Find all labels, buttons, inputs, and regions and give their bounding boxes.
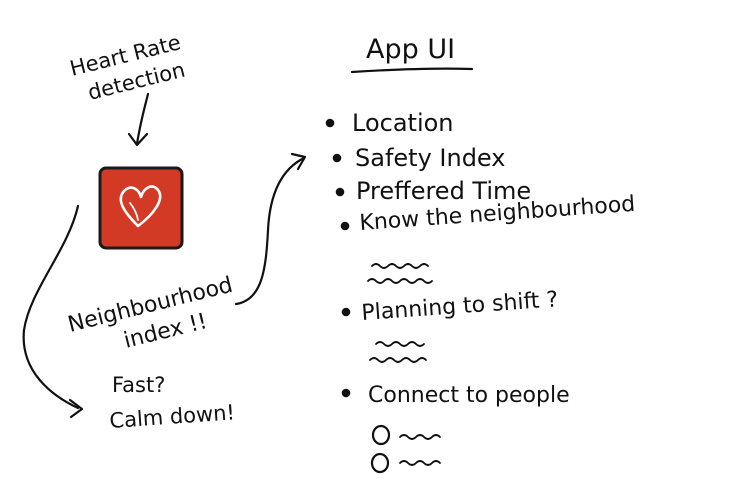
heart-icon [119, 185, 162, 228]
fast-note-line2: Calm down! [109, 400, 236, 433]
bullet-dot [340, 221, 350, 231]
arrow-icon-to-fast [22, 204, 80, 410]
placeholder-squiggle [369, 357, 427, 363]
page-title: App UI [366, 34, 455, 65]
arrow-list-head [290, 152, 307, 171]
title-underline [350, 67, 474, 74]
list-item-preffered-time: Preffered Time [356, 177, 531, 205]
placeholder-squiggle [375, 341, 425, 347]
app-icon [98, 166, 184, 250]
list-item-safety-index: Safety Index [355, 144, 505, 172]
list-item-connect-to-people: Connect to people [368, 383, 570, 408]
bullet-dot [325, 118, 335, 128]
bullet-dot [341, 388, 351, 398]
bullet-dot [332, 153, 342, 163]
arrow-fast-head [68, 398, 84, 419]
fast-note-line1: Fast? [112, 373, 165, 397]
list-item-location: Location [352, 109, 454, 137]
heart-icon-sketch-line [129, 202, 139, 221]
sub-bullet-circle [371, 424, 391, 446]
list-item-planning-to-shift: Planning to shift ? [361, 287, 559, 326]
placeholder-squiggle [371, 263, 429, 269]
placeholder-squiggle [399, 434, 441, 440]
placeholder-squiggle [367, 278, 433, 284]
bullet-dot [341, 307, 351, 317]
app-icon-tile [98, 166, 184, 250]
bullet-dot [335, 187, 345, 197]
arrow-index-to-list [234, 156, 306, 306]
placeholder-squiggle [399, 460, 441, 466]
sub-bullet-circle [370, 452, 390, 474]
arrow-down-head [127, 132, 149, 147]
arrow-down-to-icon [135, 92, 150, 146]
